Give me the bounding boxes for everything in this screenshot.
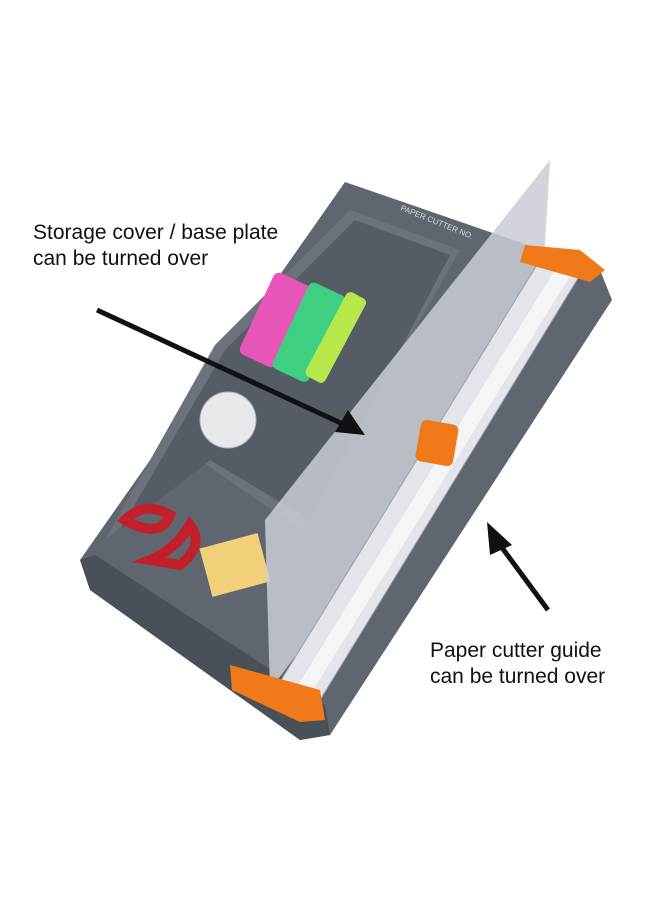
annotation-line: Paper cutter guide	[430, 639, 602, 662]
annotation-line: can be turned over	[430, 665, 606, 688]
orange-clamps	[230, 245, 605, 722]
storage-cover-annotation: Storage cover / base plate can be turned…	[33, 220, 278, 272]
stationery-items	[116, 272, 367, 597]
cutter-guide-plate	[265, 160, 581, 701]
guide-annotation: Paper cutter guide can be turned over	[430, 638, 605, 690]
annotation-line: Storage cover / base plate	[33, 221, 279, 244]
annotation-line: can be turned over	[33, 247, 209, 270]
annotation-arrows	[95, 307, 551, 612]
